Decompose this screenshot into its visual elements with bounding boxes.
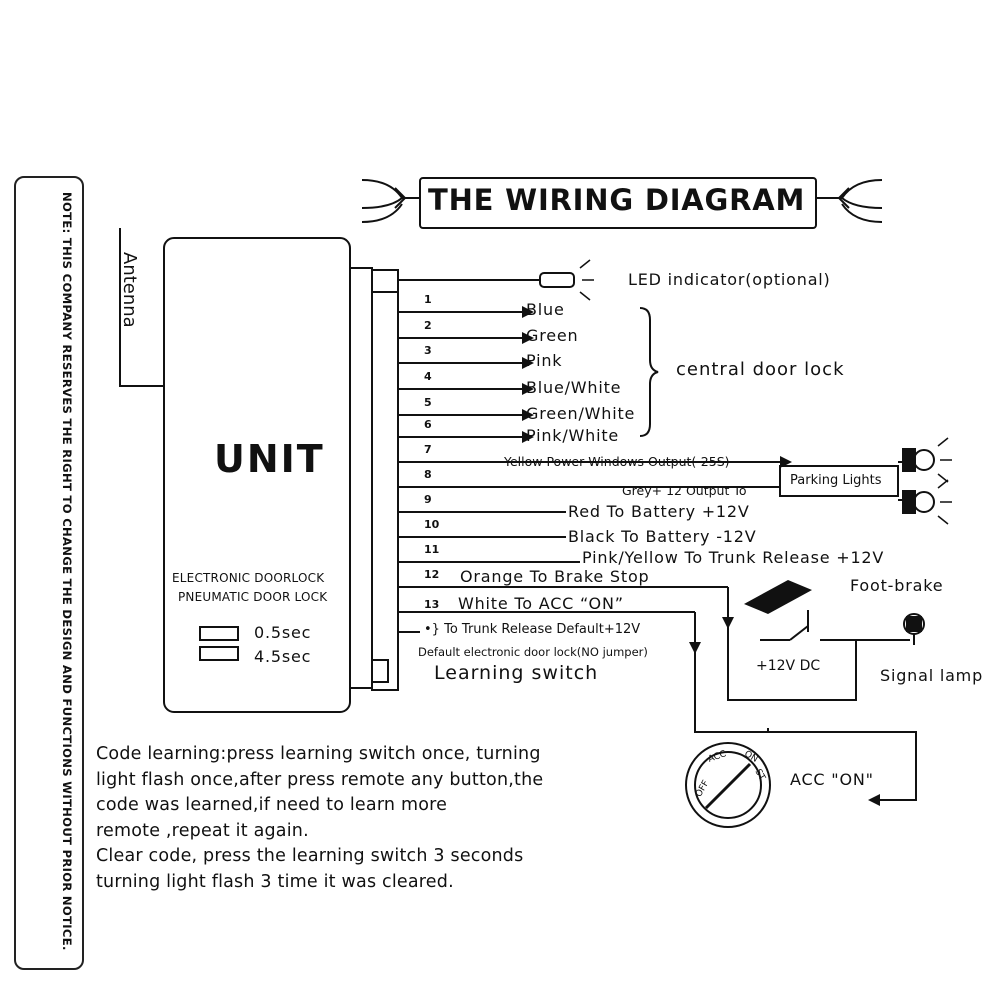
wire-number: 7 bbox=[424, 443, 432, 456]
note-box bbox=[14, 176, 84, 970]
parking-lights-label: Parking Lights bbox=[790, 473, 882, 488]
wire-number: 10 bbox=[424, 518, 440, 531]
foot-brake-switch bbox=[760, 625, 856, 641]
wire-number: 1 bbox=[424, 293, 432, 306]
description-line: turning light flash 3 time it was cleare… bbox=[96, 871, 454, 892]
title-banner-left-ornament bbox=[361, 179, 420, 223]
wire-number: 13 bbox=[424, 598, 440, 611]
dc-label: +12V DC bbox=[756, 658, 821, 674]
diagram-title: THE WIRING DIAGRAM bbox=[428, 183, 806, 217]
note-text: NOTE: THIS COMPANY RESERVES THE RIGHT TO… bbox=[60, 192, 74, 951]
jumper-0.5sec bbox=[199, 626, 239, 641]
wire-label: Blue bbox=[526, 300, 565, 319]
signal-lamp-label: Signal lamp bbox=[880, 666, 984, 685]
wire-label: Grey+ 12 Output To bbox=[622, 483, 747, 498]
unit-connector bbox=[349, 267, 373, 689]
wire-label: Pink/White bbox=[526, 426, 620, 445]
wire-number: 6 bbox=[424, 418, 432, 431]
led-indicator-label: LED indicator(optional) bbox=[628, 270, 831, 289]
learning-switch-label: Learning switch bbox=[434, 662, 599, 684]
title-banner bbox=[419, 177, 817, 229]
learning-switch-button bbox=[371, 659, 389, 683]
wire-number: 4 bbox=[424, 370, 432, 383]
wire-label: Green/White bbox=[526, 404, 636, 423]
wire-label: White To ACC “ON” bbox=[458, 594, 624, 613]
doorlock-default-label: Default electronic door lock(NO jumper) bbox=[418, 645, 648, 659]
parking-lights-box bbox=[779, 465, 899, 497]
connector-strip bbox=[371, 269, 399, 691]
unit-line-1: ELECTRONIC DOORLOCK bbox=[172, 571, 325, 585]
wire-label: Orange To Brake Stop bbox=[460, 567, 650, 586]
wire-label: Blue/White bbox=[526, 378, 622, 397]
wire-number: 2 bbox=[424, 319, 432, 332]
wire-number: 8 bbox=[424, 468, 432, 481]
ignition-switch bbox=[685, 742, 771, 828]
wire-label: Red To Battery +12V bbox=[568, 502, 750, 521]
unit-line-2: PNEUMATIC DOOR LOCK bbox=[178, 590, 328, 604]
wire-label: Pink bbox=[526, 351, 563, 370]
led-port bbox=[371, 269, 399, 293]
central-door-lock-label: central door lock bbox=[676, 359, 845, 380]
brake-stop-route bbox=[727, 587, 910, 701]
wire-number: 5 bbox=[424, 396, 432, 409]
wire-number: 9 bbox=[424, 493, 432, 506]
acc-route bbox=[694, 612, 917, 801]
foot-brake-pedal bbox=[744, 580, 812, 614]
jumper-2-label: 4.5sec bbox=[254, 647, 312, 666]
central-door-lock-brace bbox=[639, 307, 659, 437]
jumper-1-label: 0.5sec bbox=[254, 623, 312, 642]
description-line: Clear code, press the learning switch 3 … bbox=[96, 846, 524, 866]
led-bulb bbox=[539, 272, 575, 288]
trunk-release-default-label: To Trunk Release Default+12V bbox=[444, 622, 641, 637]
foot-brake-label: Foot-brake bbox=[850, 576, 944, 595]
wire-label: Yellow Power Windows Output(-25S) bbox=[504, 454, 730, 469]
code-learning-description: Code learning:press learning switch once… bbox=[96, 742, 543, 895]
unit-label: UNIT bbox=[214, 437, 325, 481]
wire-number: 11 bbox=[424, 543, 440, 556]
wire-number: 12 bbox=[424, 568, 440, 581]
jumper-4.5sec bbox=[199, 646, 239, 661]
description-line: remote ,repeat it again. bbox=[96, 820, 309, 841]
antenna-wire bbox=[119, 228, 164, 387]
description-line: light flash once,after press remote any … bbox=[96, 769, 544, 790]
wire-label: Black To Battery -12V bbox=[568, 527, 757, 546]
title-banner-right-ornament bbox=[816, 179, 883, 223]
wire-number: 3 bbox=[424, 344, 432, 357]
wire-label: Pink/Yellow To Trunk Release +12V bbox=[582, 548, 885, 567]
wire-label: Green bbox=[526, 326, 579, 345]
description-line: code was learned,if need to learn more bbox=[96, 795, 448, 815]
description-line: Code learning:press learning switch once… bbox=[96, 744, 541, 764]
acc-on-label: ACC "ON" bbox=[790, 770, 874, 789]
antenna-label: Antenna bbox=[119, 252, 140, 328]
